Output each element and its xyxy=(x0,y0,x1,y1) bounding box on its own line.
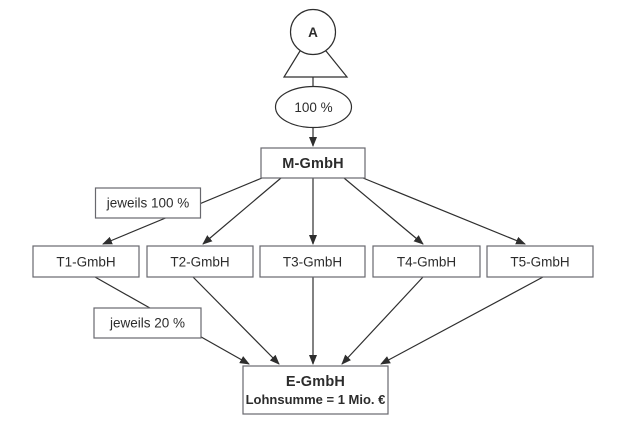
person-icon: A xyxy=(282,8,349,78)
annotation-jeweils-20: jeweils 20 % xyxy=(93,307,202,339)
node-m-gmbh: M-GmbH xyxy=(260,147,366,179)
annotation-jeweils-100-label: jeweils 100 % xyxy=(106,196,190,211)
node-e-gmbh-title: E-GmbH xyxy=(286,374,345,390)
node-t5-gmbh-label: T5-GmbH xyxy=(510,255,569,270)
edge-t4-to-target xyxy=(341,276,424,365)
shareholder-label: A xyxy=(308,25,318,40)
edge-parent-to-t5 xyxy=(362,177,526,245)
node-t4-gmbh-label: T4-GmbH xyxy=(397,255,456,270)
node-t4-gmbh: T4-GmbH xyxy=(372,245,481,278)
node-t5-gmbh: T5-GmbH xyxy=(486,245,594,278)
node-t3-gmbh: T3-GmbH xyxy=(259,245,366,278)
node-m-gmbh-label: M-GmbH xyxy=(282,156,344,172)
node-e-gmbh-subtitle: Lohnsumme = 1 Mio. € xyxy=(246,392,386,407)
edge-parent-to-t4 xyxy=(343,177,424,245)
edge-parent-to-t2 xyxy=(202,177,282,245)
node-t3-gmbh-label: T3-GmbH xyxy=(283,255,342,270)
node-e-gmbh: E-GmbH Lohnsumme = 1 Mio. € xyxy=(242,365,389,415)
node-t1-gmbh: T1-GmbH xyxy=(32,245,140,278)
annotation-jeweils-20-label: jeweils 20 % xyxy=(109,316,185,331)
edge-t5-to-target xyxy=(380,276,544,365)
node-t2-gmbh-label: T2-GmbH xyxy=(170,255,229,270)
annotation-jeweils-100: jeweils 100 % xyxy=(94,187,202,219)
node-ownership: 100 % xyxy=(274,85,353,129)
edge-t2-to-target xyxy=(192,276,280,365)
node-t2-gmbh: T2-GmbH xyxy=(146,245,254,278)
node-t1-gmbh-label: T1-GmbH xyxy=(56,255,115,270)
edges-subsidiaries-to-target xyxy=(94,276,544,365)
ownership-label: 100 % xyxy=(294,100,332,115)
